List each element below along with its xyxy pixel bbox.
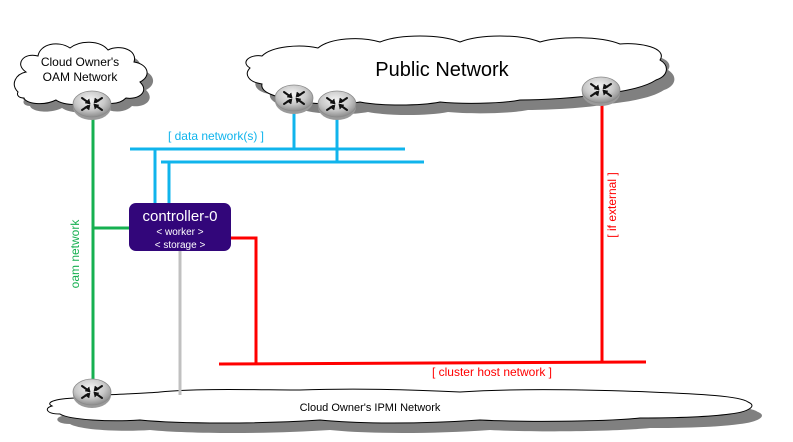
data-network [130,112,424,203]
public-router-data-2-icon[interactable] [317,90,357,121]
controller-cluster-host-link [230,236,258,364]
controller-title: controller-0 [142,208,217,225]
data-network-label: [ data network(s) ] [168,129,264,143]
controller-role-storage: < storage > [155,240,206,251]
cluster-host-network-bus[interactable] [218,360,647,366]
public-cloud: Public Network [245,35,675,115]
controller-role-worker: < worker > [156,227,203,238]
cluster-host-network [218,104,647,366]
public-router-data-1-icon[interactable] [274,84,314,115]
oam-cloud-label-line2: OAM Network [43,70,119,84]
public-router-external-icon[interactable] [581,76,621,107]
external-label: [ if external ] [605,172,619,237]
oam-cloud-label-line1: Cloud Owner's [41,55,119,69]
public-cloud-label: Public Network [375,59,509,81]
oam-network [91,118,130,382]
ipmi-cloud-label: Cloud Owner's IPMI Network [300,402,441,414]
oam-router-icon[interactable] [72,90,112,121]
cluster-host-network-label: [ cluster host network ] [432,365,552,379]
controller-0-node[interactable]: controller-0 < worker > < storage > [129,203,231,251]
ipmi-cloud: Cloud Owner's IPMI Network [46,388,762,433]
ipmi-router-icon[interactable] [72,378,112,409]
oam-cloud: Cloud Owner's OAM Network [13,41,154,113]
oam-network-label: oam network [68,219,82,289]
